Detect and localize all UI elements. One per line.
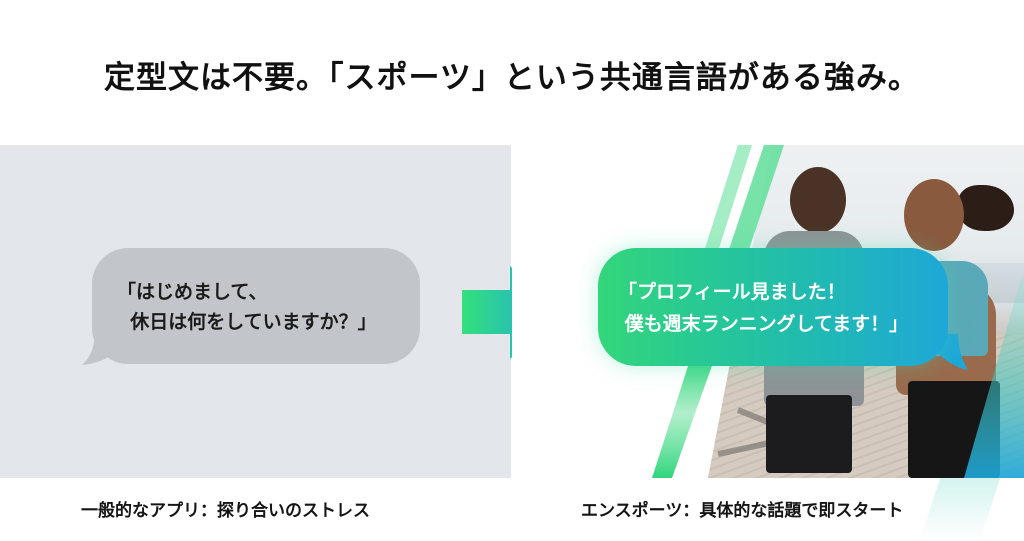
stripe-fade: [919, 478, 1001, 541]
sports-message-line-1: 「プロフィール見ました！: [618, 281, 846, 303]
generic-message-text: 「はじめまして、 休日は何をしていますか？」: [117, 277, 377, 337]
generic-message-line-1: 「はじめまして、: [117, 281, 268, 303]
sports-message-bubble: [598, 248, 948, 366]
generic-app-caption: 一般的なアプリ：探り合いのストレス: [81, 501, 370, 521]
sports-message-text: 「プロフィール見ました！ 僕も週末ランニングしてます！」: [618, 276, 908, 340]
man-shorts: [766, 395, 852, 473]
woman-head: [904, 179, 964, 251]
man-head: [790, 167, 846, 233]
sports-app-caption: エンスポーツ：具体的な話題で即スタート: [581, 501, 904, 521]
arrow-right-icon: [462, 266, 560, 359]
headline-title: 定型文は不要。「スポーツ」という共通言語がある強み。: [104, 60, 920, 96]
generic-message-line-2: 休日は何をしていますか？」: [117, 311, 377, 333]
sports-message-line-2: 僕も週末ランニングしてます！」: [618, 313, 909, 335]
woman-ponytail: [958, 185, 1014, 231]
generic-message-bubble: [92, 248, 420, 364]
